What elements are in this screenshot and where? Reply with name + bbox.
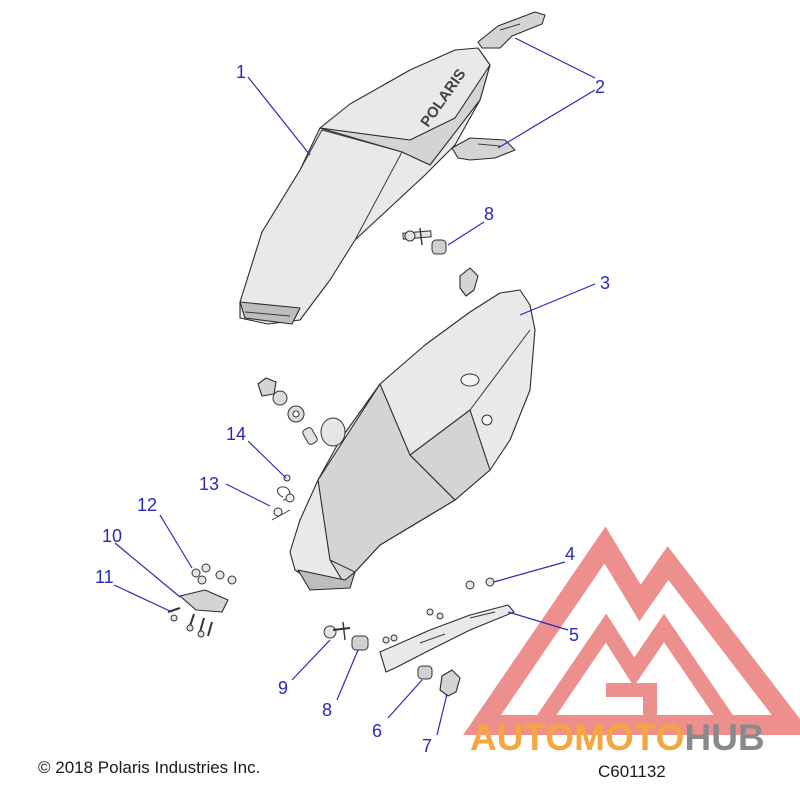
bumper-upper-part [402, 227, 479, 297]
copyright-text: © 2018 Polaris Industries Inc. [38, 758, 261, 777]
watermark-logo [463, 526, 800, 735]
callout-13: 13 [199, 474, 219, 494]
bracket-cluster-10-11-12 [167, 563, 237, 638]
mounting-plate-part [379, 577, 515, 673]
callout-8-lower: 8 [322, 700, 332, 720]
watermark-word-part1: AUTOMOTO [470, 717, 684, 758]
callout-3: 3 [600, 273, 610, 293]
callout-7: 7 [422, 736, 432, 756]
callout-labels: 1 2 3 8 4 5 6 7 8 9 10 11 12 13 14 [95, 62, 610, 756]
callout-1: 1 [236, 62, 246, 82]
callout-14: 14 [226, 424, 246, 444]
callout-12: 12 [137, 495, 157, 515]
callout-2: 2 [595, 77, 605, 97]
seat-part: POLARIS [239, 47, 491, 325]
callout-6: 6 [372, 721, 382, 741]
grommet-stack-part [257, 377, 318, 445]
seat-base-part [289, 289, 536, 591]
lower-hardware-6-7-8-9 [323, 621, 461, 697]
drawing-number: C601132 [598, 762, 666, 781]
seat-bracket-part [451, 11, 546, 161]
watermark-word-part2: HUB [684, 717, 764, 758]
callout-11: 11 [95, 567, 114, 587]
callout-5: 5 [569, 625, 579, 645]
leader-lines [113, 37, 596, 736]
callout-10: 10 [102, 526, 122, 546]
callout-8-upper: 8 [484, 204, 494, 224]
small-hardware-13-14 [271, 474, 295, 521]
watermark-text: AUTOMOTOHUB [470, 717, 765, 758]
callout-9: 9 [278, 678, 288, 698]
callout-4: 4 [565, 544, 575, 564]
